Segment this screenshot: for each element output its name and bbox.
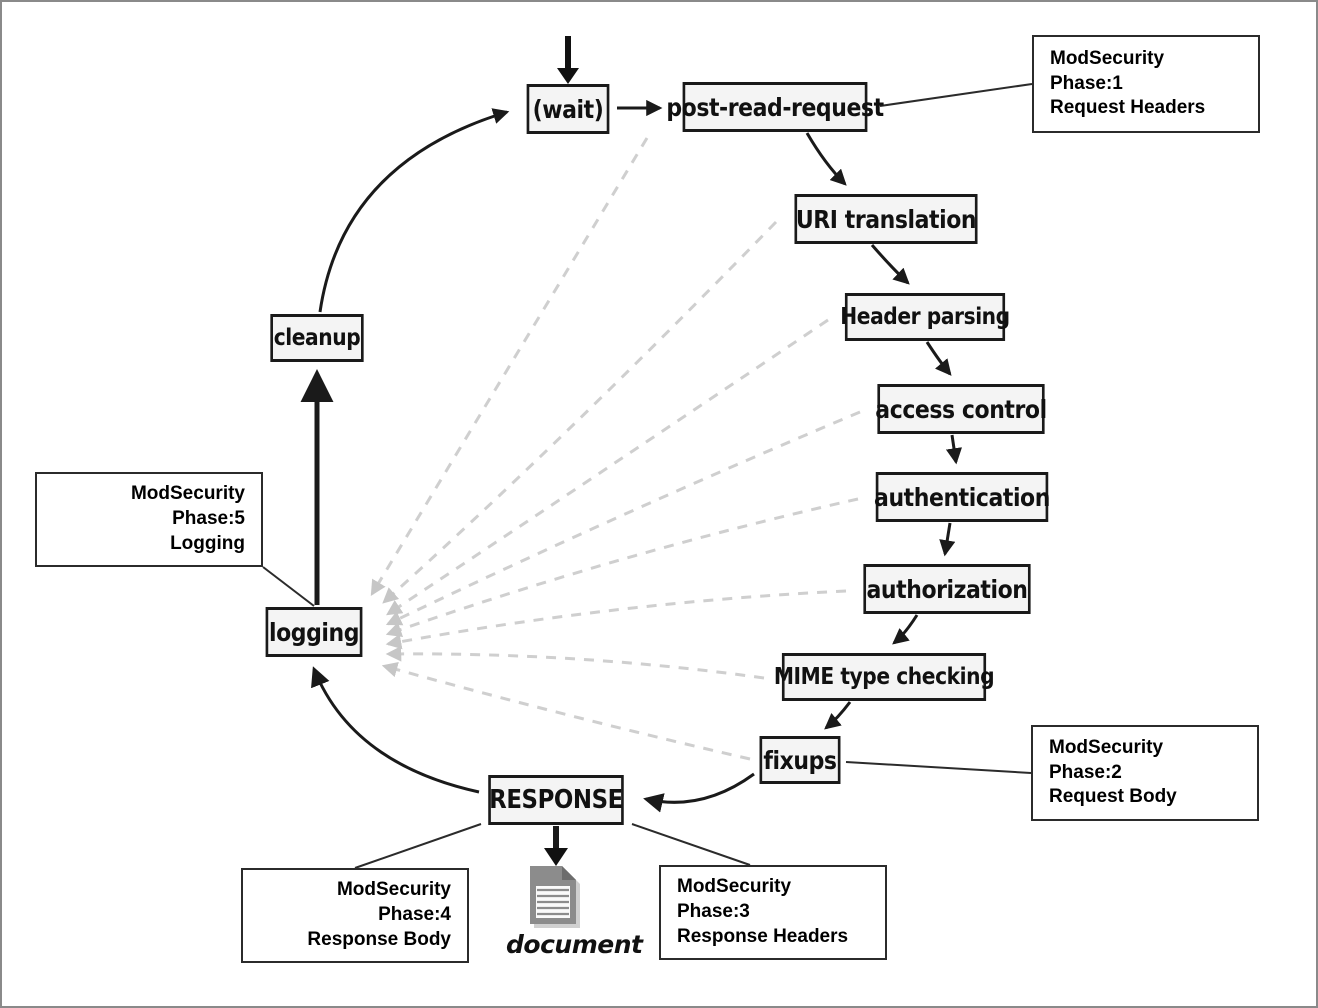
flow-node-response-label: RESPONSE bbox=[489, 785, 623, 815]
flow-node-mime-type-checking[interactable]: MIME type checking bbox=[774, 653, 995, 701]
note-modsecurity-phase-4: ModSecurity Phase:4 Response Body bbox=[241, 868, 469, 963]
flow-node-authorization[interactable]: authorization bbox=[863, 564, 1031, 614]
edge-cleanup-to-wait bbox=[318, 108, 510, 313]
edge-authentication-to-authorization bbox=[939, 522, 956, 557]
flow-node-logging[interactable]: logging bbox=[265, 607, 363, 657]
flow-node-uri-translation[interactable]: URI translation bbox=[794, 194, 978, 244]
flow-node-header-parsing[interactable]: Header parsing bbox=[840, 293, 1010, 341]
flow-node-header-parsing-label: Header parsing bbox=[840, 304, 1010, 330]
note-modsecurity-phase-2: ModSecurity Phase:2 Request Body bbox=[1031, 725, 1259, 821]
edge-uri-translation-to-header-parsing bbox=[870, 244, 910, 285]
request-entry-arrow bbox=[557, 36, 579, 84]
flow-node-uri-translation-label: URI translation bbox=[795, 204, 977, 234]
flow-node-post-read-request-label: post-read-request bbox=[666, 92, 884, 122]
note-phase-4-line-2: Response Body bbox=[307, 928, 451, 950]
flow-node-mime-type-checking-label: MIME type checking bbox=[773, 664, 995, 690]
flow-node-authentication-label: authentication bbox=[874, 482, 1050, 512]
flow-node-response[interactable]: RESPONSE bbox=[488, 775, 624, 825]
dashed-mime-type-to-logging bbox=[385, 646, 765, 680]
flow-node-wait-label: (wait) bbox=[532, 94, 604, 124]
dashed-fixups-to-logging bbox=[381, 662, 751, 761]
edge-mime-type-to-fixups bbox=[824, 701, 852, 730]
leader-phase-1 bbox=[879, 83, 1033, 107]
note-modsecurity-phase-1: ModSecurity Phase:1 Request Headers bbox=[1032, 35, 1260, 133]
edge-response-to-logging bbox=[311, 666, 480, 794]
note-modsecurity-phase-3: ModSecurity Phase:3 Response Headers bbox=[659, 865, 887, 960]
dashed-authentication-to-logging bbox=[385, 497, 859, 637]
dashed-uri-translation-to-logging bbox=[382, 220, 778, 604]
note-phase-3-line-2: Response Headers bbox=[677, 925, 849, 947]
flow-node-wait[interactable]: (wait) bbox=[526, 84, 610, 134]
note-modsecurity-phase-5: ModSecurity Phase:5 Logging bbox=[35, 472, 263, 567]
flow-node-authentication[interactable]: authentication bbox=[874, 472, 1050, 522]
flow-node-authorization-label: authorization bbox=[866, 574, 1028, 604]
logging-dashed-connectors bbox=[370, 137, 861, 761]
note-phase-2-line-2: Request Body bbox=[1049, 786, 1177, 808]
flow-node-fixups[interactable]: fixups bbox=[759, 736, 841, 784]
flow-node-cleanup[interactable]: cleanup bbox=[270, 314, 364, 362]
note-phase-5-line-1: ModSecurity Phase:5 bbox=[130, 483, 245, 530]
flow-node-cleanup-label: cleanup bbox=[273, 325, 361, 351]
dashed-authorization-to-logging bbox=[385, 589, 847, 650]
dashed-header-parsing-to-logging bbox=[386, 318, 829, 616]
note-leader-lines bbox=[262, 83, 1033, 869]
note-phase-2-line-1: ModSecurity Phase:2 bbox=[1049, 736, 1164, 783]
edge-post-read-request-to-uri-translation bbox=[805, 132, 847, 186]
dashed-post-read-request-to-logging bbox=[370, 137, 649, 597]
leader-phase-4 bbox=[354, 823, 482, 869]
flow-node-access-control-label: access control bbox=[875, 394, 1047, 424]
document-label: document bbox=[506, 930, 643, 959]
note-phase-4-line-1: ModSecurity Phase:4 bbox=[336, 879, 451, 926]
flow-node-fixups-label: fixups bbox=[763, 745, 837, 775]
leader-phase-5 bbox=[262, 566, 315, 607]
flow-node-access-control[interactable]: access control bbox=[875, 384, 1047, 434]
edge-header-parsing-to-access-control bbox=[925, 341, 952, 376]
note-phase-3-line-1: ModSecurity Phase:3 bbox=[677, 876, 792, 923]
dashed-access-control-to-logging bbox=[385, 410, 861, 626]
leader-phase-3 bbox=[631, 823, 751, 866]
edge-access-control-to-authentication bbox=[945, 434, 962, 465]
note-phase-1-line-2: Request Headers bbox=[1050, 97, 1206, 119]
edge-authorization-to-mime-type bbox=[892, 614, 919, 645]
note-phase-5-line-2: Logging bbox=[170, 532, 245, 554]
flow-connectors bbox=[300, 99, 962, 866]
edge-fixups-to-response bbox=[643, 772, 755, 813]
note-phase-1-line-1: ModSecurity Phase:1 bbox=[1050, 47, 1165, 94]
flow-node-logging-label: logging bbox=[268, 617, 360, 647]
flow-node-post-read-request[interactable]: post-read-request bbox=[666, 82, 884, 132]
leader-phase-2 bbox=[845, 761, 1032, 774]
document-page-icon bbox=[530, 866, 580, 928]
